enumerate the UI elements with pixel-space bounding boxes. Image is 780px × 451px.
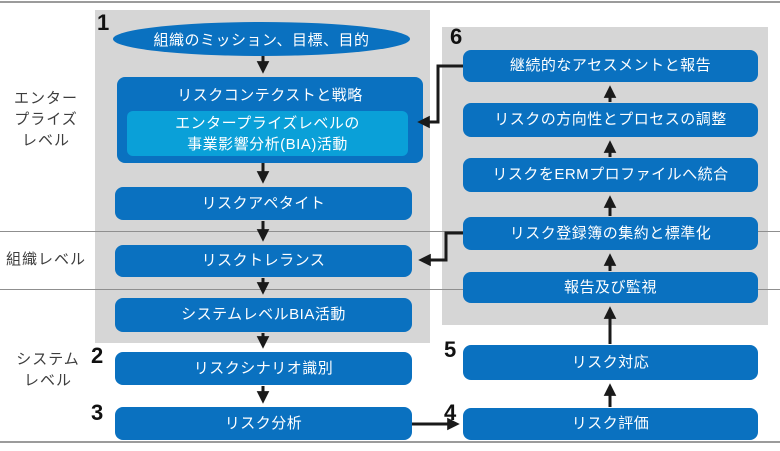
box-risk-appetite: リスクアペタイト (115, 187, 412, 220)
box-enterprise-level-bia: エンタープライズレベルの 事業影響分析(BIA)活動 (127, 111, 408, 156)
box-continuous-assessment-reporting: 継続的なアセスメントと報告 (463, 50, 758, 82)
arrow-continuous-to-enterprise-bia (417, 64, 463, 129)
box-system-level-bia: システムレベルBIA活動 (115, 298, 412, 332)
box-risk-analysis: リスク分析 (115, 407, 412, 440)
level-label-enterprise: エンター プライズ レベル (13, 90, 78, 149)
box-risk-evaluation: リスク評価 (463, 408, 758, 440)
step-number-6: 6 (450, 24, 463, 49)
step-number-4: 4 (444, 400, 457, 425)
box-risk-context-and-strategy: リスクコンテクストと戦略 エンタープライズレベルの 事業影響分析(BIA)活動 (117, 77, 423, 163)
arrow-register-to-tolerance (418, 231, 463, 267)
box-aggregate-normalize-risk-registers: リスク登録簿の集約と標準化 (463, 217, 758, 250)
box-risk-context-label: リスクコンテクストと戦略 (177, 86, 363, 104)
step-number-5: 5 (444, 337, 457, 362)
bottom-border-line (0, 441, 780, 443)
box-report-and-monitor: 報告及び監視 (463, 272, 758, 303)
step-number-3: 3 (91, 400, 104, 425)
step-number-1: 1 (97, 10, 110, 35)
level-divider-line-enterprise-organization (0, 231, 780, 232)
box-risk-scenario-identification: リスクシナリオ識別 (115, 352, 412, 385)
box-risk-tolerance: リスクトレランス (115, 245, 412, 277)
top-border-line (0, 1, 780, 3)
level-divider-line-organization-system (0, 289, 780, 290)
level-label-organization: 組織レベル (5, 251, 86, 268)
level-label-system: システム レベル (16, 351, 80, 389)
box-adjust-risk-direction-process: リスクの方向性とプロセスの調整 (463, 103, 758, 137)
box-risk-response: リスク対応 (463, 345, 758, 380)
step-number-2: 2 (91, 343, 104, 368)
box-mission-goals-objectives: 組織のミッション、目標、目的 (113, 22, 410, 56)
box-integrate-risk-into-erm-profile: リスクをERMプロファイルへ統合 (463, 158, 758, 192)
